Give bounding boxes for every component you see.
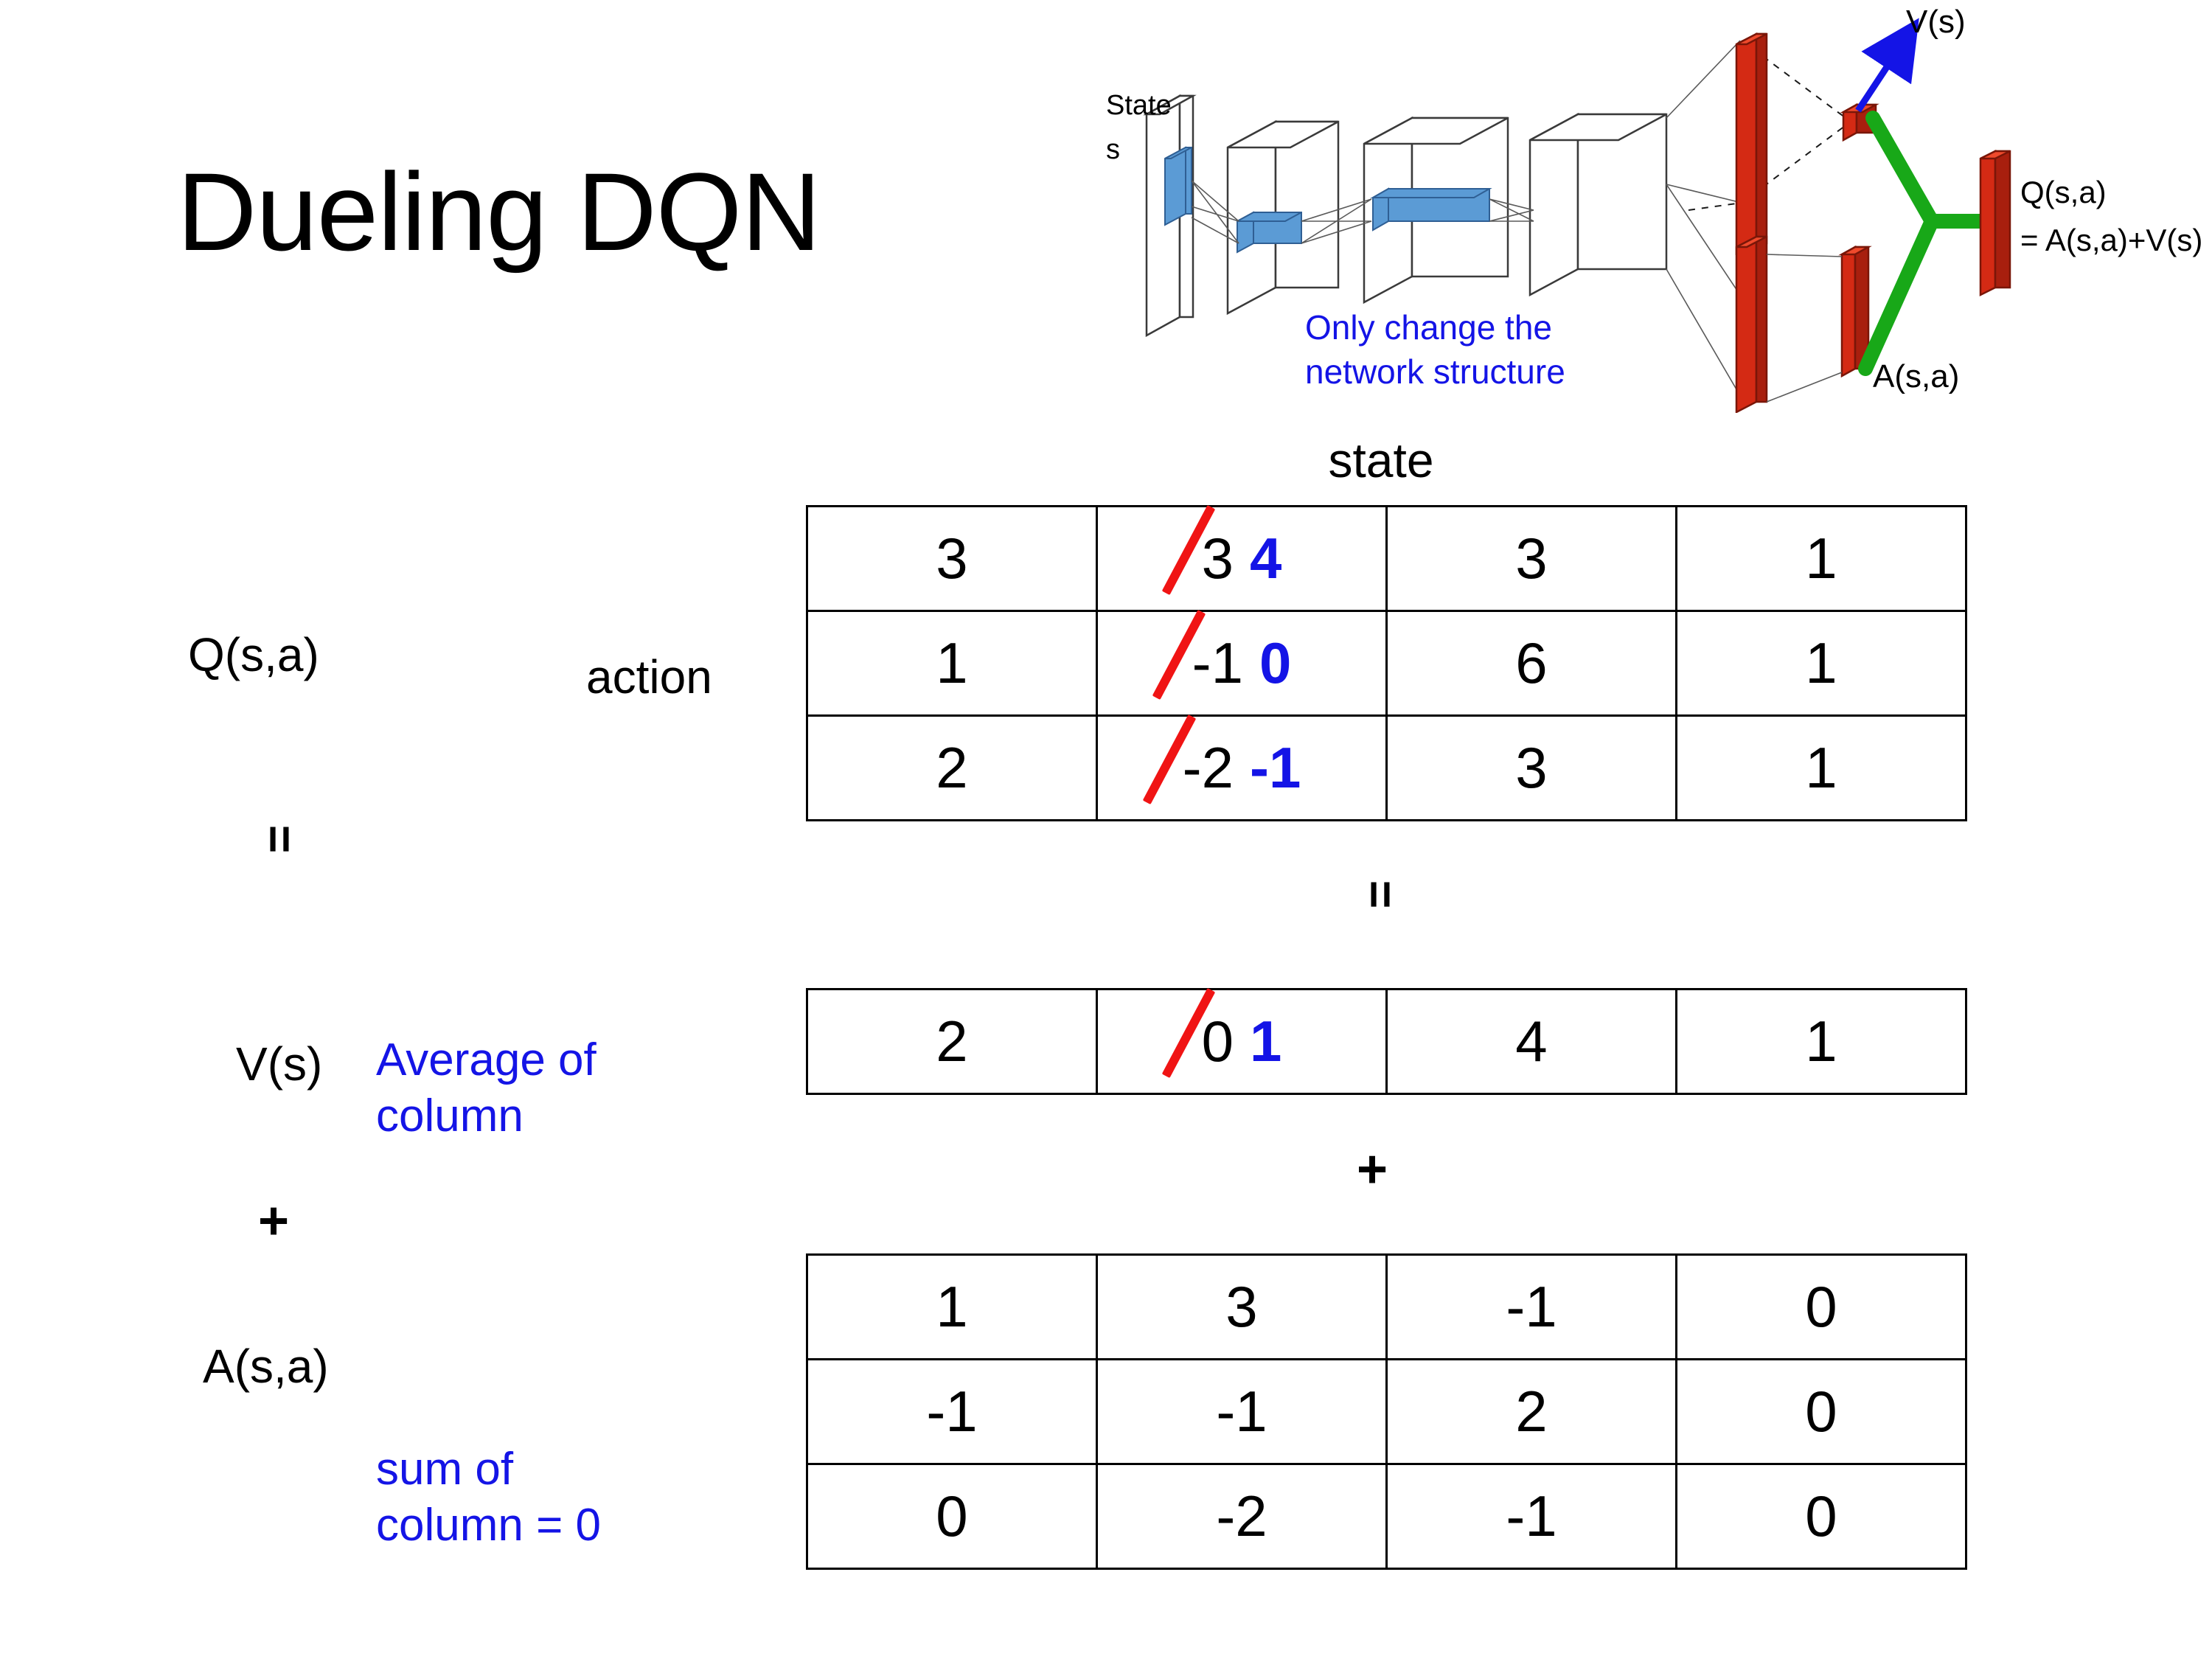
red-strikethrough-icon bbox=[1161, 987, 1215, 1079]
corrected-new-value: 4 bbox=[1250, 526, 1282, 591]
struck-old-value: 0 bbox=[1161, 987, 1234, 1079]
dueling-network-diagram: State s V(s) A(s,a) Q(s,a) = A(s,a)+V(s)… bbox=[1106, 0, 2212, 413]
state-input-label-line2: s bbox=[1106, 134, 1120, 165]
q-output-label-line1: Q(s,a) bbox=[2020, 175, 2107, 209]
table-cell: 0 bbox=[806, 1463, 1098, 1570]
average-of-column-note: Average of column bbox=[376, 1032, 723, 1144]
state-input-label-line1: State bbox=[1106, 90, 1172, 121]
a-table-label: A(s,a) bbox=[203, 1340, 329, 1393]
table-cell: -1 bbox=[1096, 1358, 1388, 1465]
page-title: Dueling DQN bbox=[177, 150, 821, 274]
table-cell: 3 bbox=[806, 505, 1098, 612]
network-note-line1: Only change the bbox=[1305, 308, 1552, 347]
plus-operator-middle: + bbox=[1357, 1140, 1388, 1199]
table-cell: 1 bbox=[1675, 610, 1967, 717]
table-cell: 3 bbox=[1385, 505, 1677, 612]
table-cell: 3 bbox=[1385, 714, 1677, 821]
table-cell: -1 bbox=[1385, 1463, 1677, 1570]
network-note-line2: network structure bbox=[1305, 352, 1565, 391]
state-axis-label: state bbox=[1328, 433, 1434, 487]
q-output-label-line2: = A(s,a)+V(s) bbox=[2020, 223, 2202, 257]
table-cell: 0 bbox=[1675, 1253, 1967, 1360]
advantage-stream-label: A(s,a) bbox=[1873, 358, 1959, 394]
table-cell: 1 bbox=[806, 610, 1098, 717]
table-cell: 1 bbox=[1675, 505, 1967, 612]
corrected-new-value: 0 bbox=[1259, 630, 1292, 695]
table-cell: -1 bbox=[806, 1358, 1098, 1465]
action-axis-label: action bbox=[586, 650, 712, 703]
equals-operator-middle: = bbox=[1354, 880, 1408, 909]
q-table-label: Q(s,a) bbox=[188, 628, 319, 681]
value-stream-label: V(s) bbox=[1906, 4, 1966, 40]
table-cell: 1 bbox=[806, 1253, 1098, 1360]
average-note-line1: Average of bbox=[376, 1034, 597, 1085]
table-cell: 2 bbox=[1385, 1358, 1677, 1465]
v-table-label: V(s) bbox=[236, 1037, 323, 1091]
edited-cell: -2-1 bbox=[1098, 714, 1385, 819]
table-cell: 2 bbox=[806, 988, 1098, 1095]
red-strikethrough-icon bbox=[1161, 504, 1215, 596]
struck-old-value: -2 bbox=[1142, 714, 1234, 805]
sum-note-line2: column = 0 bbox=[376, 1499, 602, 1551]
sum-note-line1: sum of bbox=[376, 1444, 514, 1495]
table-cell: 0 bbox=[1675, 1463, 1967, 1570]
table-cell: 4 bbox=[1385, 988, 1677, 1095]
table-cell: -2 bbox=[1096, 1463, 1388, 1570]
table-cell: 6 bbox=[1385, 610, 1677, 717]
plus-operator-left: + bbox=[258, 1192, 290, 1251]
corrected-new-value: 1 bbox=[1250, 1009, 1282, 1074]
table-cell: -1 bbox=[1385, 1253, 1677, 1360]
table-cell: 0 bbox=[1675, 1358, 1967, 1465]
average-note-line2: column bbox=[376, 1090, 524, 1141]
struck-old-value: 3 bbox=[1161, 504, 1234, 596]
equals-operator-left: = bbox=[253, 824, 307, 854]
red-strikethrough-icon bbox=[1152, 609, 1206, 700]
table-cell: 3 bbox=[1096, 1253, 1388, 1360]
struck-old-value: -1 bbox=[1152, 609, 1243, 700]
table-cell: -2-1 bbox=[1096, 714, 1388, 821]
sum-of-column-note: sum of column = 0 bbox=[376, 1441, 723, 1553]
corrected-new-value: -1 bbox=[1250, 735, 1301, 800]
table-cell: 1 bbox=[1675, 988, 1967, 1095]
table-cell: 2 bbox=[806, 714, 1098, 821]
red-strikethrough-icon bbox=[1142, 714, 1196, 805]
table-cell: 1 bbox=[1675, 714, 1967, 821]
